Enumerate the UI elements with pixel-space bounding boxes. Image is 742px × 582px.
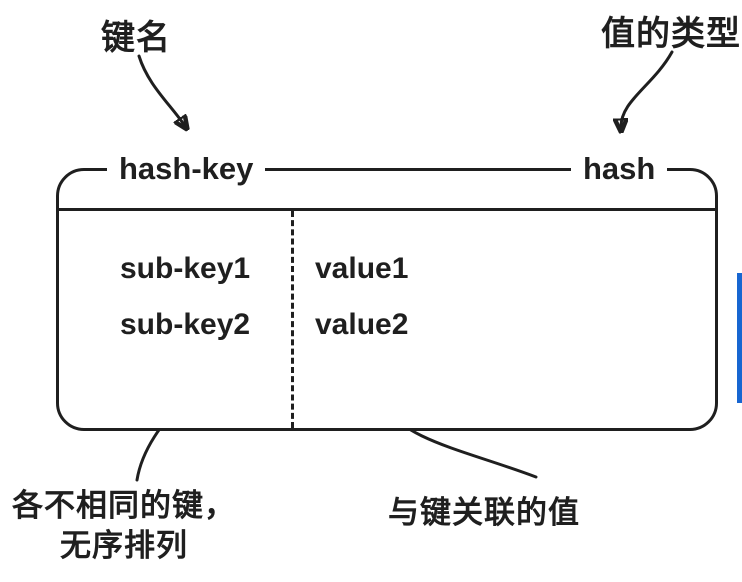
caption-distinct-keys-line1: 各不相同的键， [12, 488, 236, 523]
arrow-value-type-to-hash [621, 50, 674, 128]
sub-key-row-1: sub-key1 [120, 252, 251, 285]
title-separator-line [58, 208, 716, 211]
key-value-dashed-divider [291, 211, 294, 428]
caption-distinct-keys-line2: 无序排列 [60, 528, 188, 563]
caption-distinct-keys: 各不相同的键， 无序排列 [8, 486, 240, 566]
caption-associated-values: 与键关联的值 [388, 495, 580, 530]
sub-key-row-2: sub-key2 [120, 308, 251, 341]
hash-type-label: hash [571, 151, 668, 187]
label-value-type: 值的类型 [601, 15, 741, 53]
value-row-1: value1 [315, 252, 409, 285]
arrow-key-name-to-hash-key [137, 54, 185, 126]
hash-key-label: hash-key [107, 151, 266, 187]
hash-box: hash-key hash sub-key1 sub-key2 value1 v… [56, 151, 718, 431]
label-key-name: 键名 [101, 19, 171, 57]
selection-accent-bar [737, 273, 742, 403]
value-row-2: value2 [315, 308, 409, 341]
